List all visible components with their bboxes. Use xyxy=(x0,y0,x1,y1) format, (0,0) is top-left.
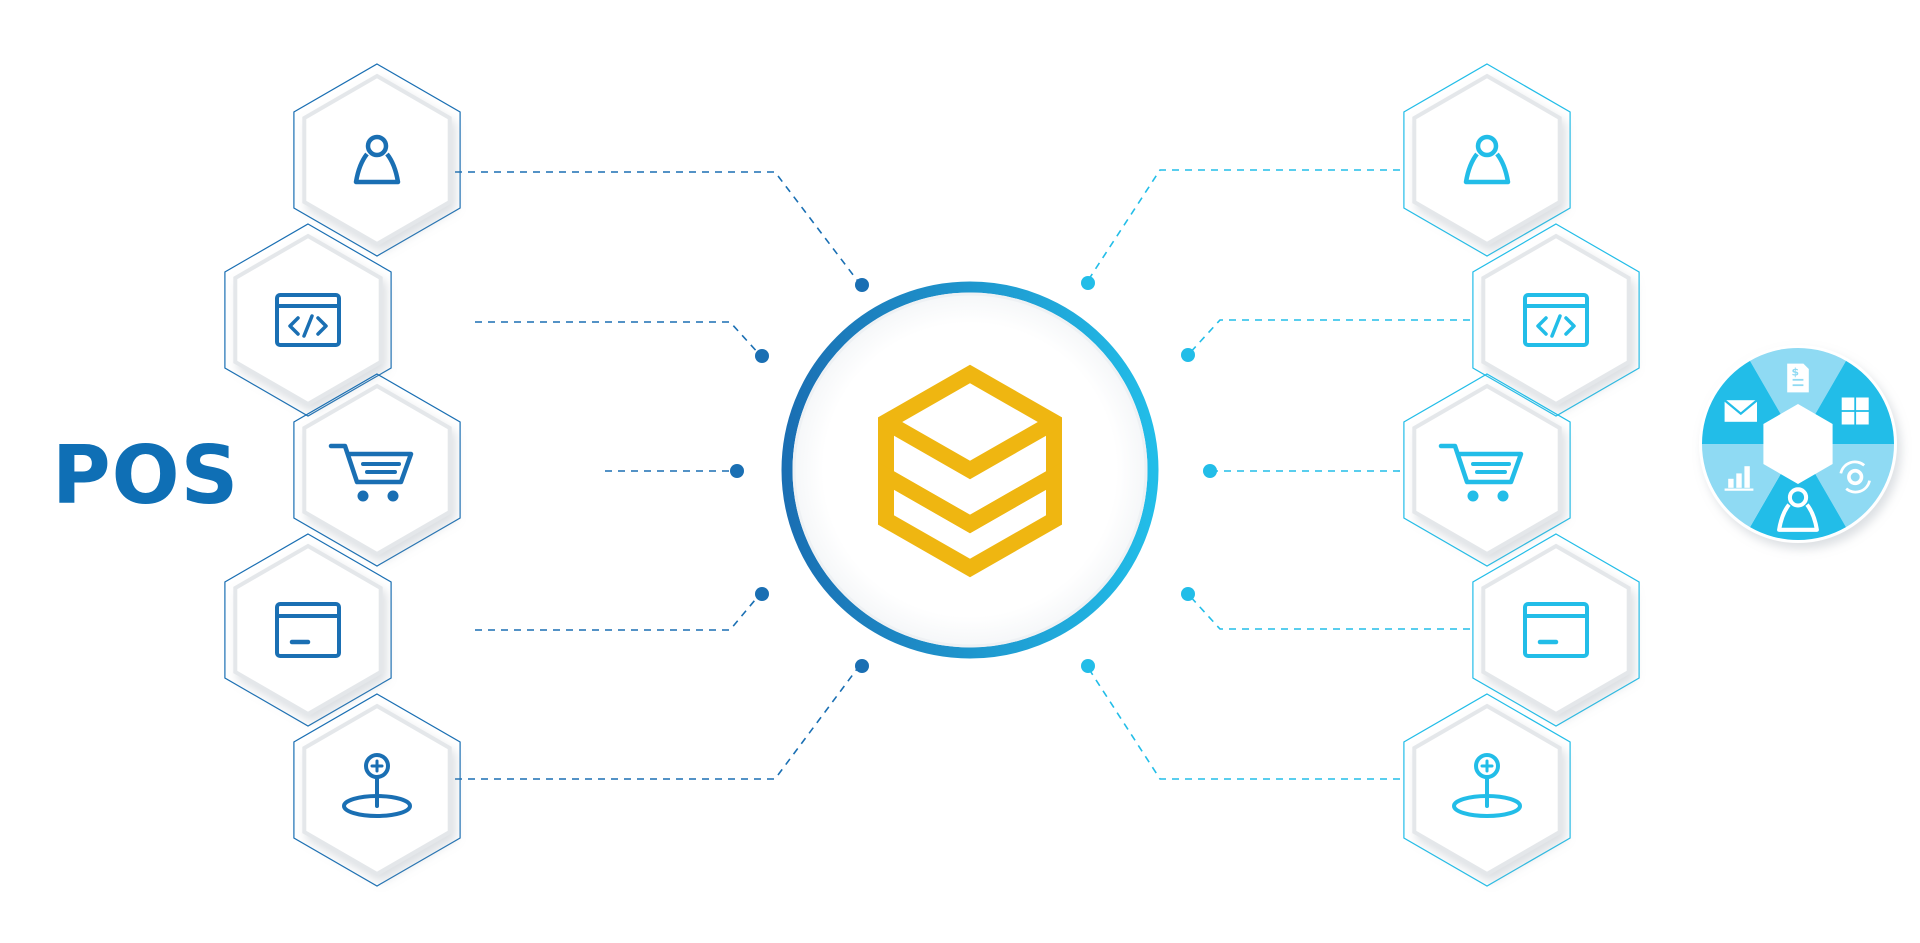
hex-outline xyxy=(293,693,461,887)
mail-icon xyxy=(1723,399,1758,422)
hex-outline xyxy=(1472,223,1640,417)
hex-tile xyxy=(233,233,383,407)
shopping-cart-icon xyxy=(328,443,414,502)
connector-dot xyxy=(855,278,869,292)
left-connector-line xyxy=(455,664,861,780)
hex-tile xyxy=(302,73,452,247)
code-window-icon xyxy=(1523,293,1589,347)
left-hex-item xyxy=(293,373,461,567)
left-connector-line xyxy=(475,593,761,631)
right-connector-line xyxy=(1187,319,1470,356)
bar-chart-icon xyxy=(1724,466,1754,491)
user-icon xyxy=(1777,487,1819,532)
invoice-icon: $ xyxy=(1787,363,1809,393)
stacked-layers-icon xyxy=(878,364,1062,578)
hex-outline xyxy=(1403,373,1571,567)
hex-tile xyxy=(233,543,383,717)
connector-dot xyxy=(1081,276,1095,290)
location-pin-icon xyxy=(342,753,412,818)
hex-tile xyxy=(1412,73,1562,247)
hex-outline xyxy=(1403,63,1571,257)
hexagon-columns xyxy=(224,63,1640,887)
left-hex-item xyxy=(224,533,392,727)
integration-badge: $ xyxy=(1699,345,1897,543)
connector-dot xyxy=(1203,464,1217,478)
connector-dot xyxy=(1181,587,1195,601)
connector-dot xyxy=(755,587,769,601)
right-hex-item xyxy=(1403,373,1571,567)
right-hex-item xyxy=(1472,223,1640,417)
left-hex-item xyxy=(293,63,461,257)
right-hex-item xyxy=(1403,63,1571,257)
connector-dot xyxy=(1181,348,1195,362)
location-pin-icon xyxy=(1452,753,1522,818)
shopping-cart-icon xyxy=(1438,443,1524,502)
svg-text:$: $ xyxy=(1792,365,1800,378)
hex-tile xyxy=(1481,543,1631,717)
right-connector-line xyxy=(1086,169,1400,283)
right-hex-item xyxy=(1472,533,1640,727)
calculator-icon xyxy=(1841,397,1869,425)
connector-dot xyxy=(730,464,744,478)
card-window-icon xyxy=(1523,602,1589,658)
left-connector-line xyxy=(455,171,861,285)
connector-lines xyxy=(455,169,1470,780)
hex-outline xyxy=(293,63,461,257)
hex-outline xyxy=(293,373,461,567)
badge-center xyxy=(1763,404,1833,484)
connector-dot xyxy=(1081,659,1095,673)
card-window-icon xyxy=(275,602,341,658)
right-hex-item xyxy=(1403,693,1571,887)
hex-outline xyxy=(1403,693,1571,887)
hex-outline xyxy=(224,533,392,727)
pos-label: POS xyxy=(52,429,240,522)
hex-outline xyxy=(224,223,392,417)
user-icon xyxy=(1463,134,1511,185)
left-connector-line xyxy=(475,321,761,356)
central-hub xyxy=(781,281,1159,659)
right-connector-line xyxy=(1086,665,1400,780)
hex-tile xyxy=(1481,233,1631,407)
code-window-icon xyxy=(275,293,341,347)
left-hex-item xyxy=(293,693,461,887)
right-connector-line xyxy=(1187,593,1470,630)
sync-gear-icon xyxy=(1839,460,1871,494)
connector-dot xyxy=(755,349,769,363)
left-hex-item xyxy=(224,223,392,417)
hex-outline xyxy=(1472,533,1640,727)
badge-segment xyxy=(1750,348,1846,444)
badge-segment xyxy=(1750,444,1846,540)
user-icon xyxy=(353,134,401,185)
connector-dot xyxy=(855,659,869,673)
